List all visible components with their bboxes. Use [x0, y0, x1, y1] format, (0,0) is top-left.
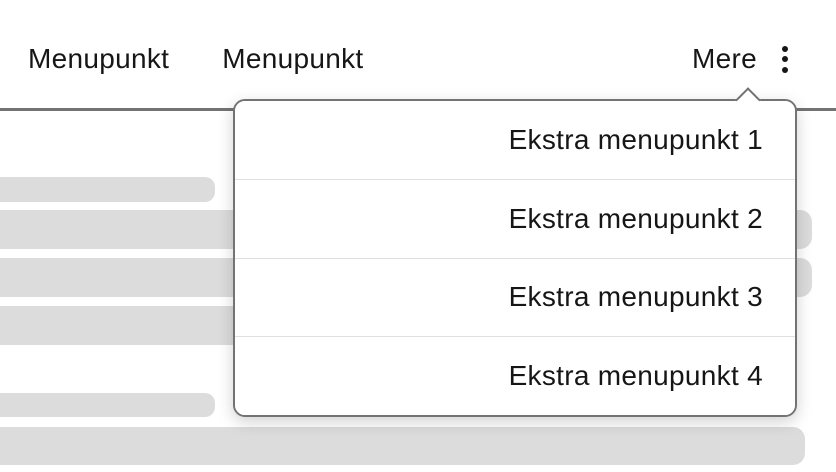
menu-item-ekstra-1[interactable]: Ekstra menupunkt 1 [235, 101, 795, 180]
skeleton-bar-short [0, 393, 215, 417]
top-navbar: Menupunkt Menupunkt Mere [0, 0, 836, 111]
kebab-dot [782, 66, 788, 73]
overflow-menu-vertical-icon[interactable] [780, 44, 790, 75]
nav-left-group: Menupunkt Menupunkt [28, 0, 364, 108]
menu-item-ekstra-3[interactable]: Ekstra menupunkt 3 [235, 258, 795, 338]
kebab-dot [782, 45, 788, 52]
more-label[interactable]: Mere [692, 43, 757, 74]
nav-item-menupunkt-1[interactable]: Menupunkt [28, 43, 170, 74]
overflow-dropdown-menu: Ekstra menupunkt 1 Ekstra menupunkt 2 Ek… [233, 99, 797, 417]
menu-item-ekstra-4[interactable]: Ekstra menupunkt 4 [235, 337, 795, 415]
nav-item-menupunkt-2[interactable]: Menupunkt [222, 43, 364, 74]
skeleton-bar-wide [0, 427, 805, 465]
more-menu-trigger[interactable]: Mere [692, 0, 790, 108]
skeleton-bar-short [0, 177, 215, 202]
kebab-dot [782, 56, 788, 62]
menu-item-ekstra-2[interactable]: Ekstra menupunkt 2 [235, 179, 795, 259]
